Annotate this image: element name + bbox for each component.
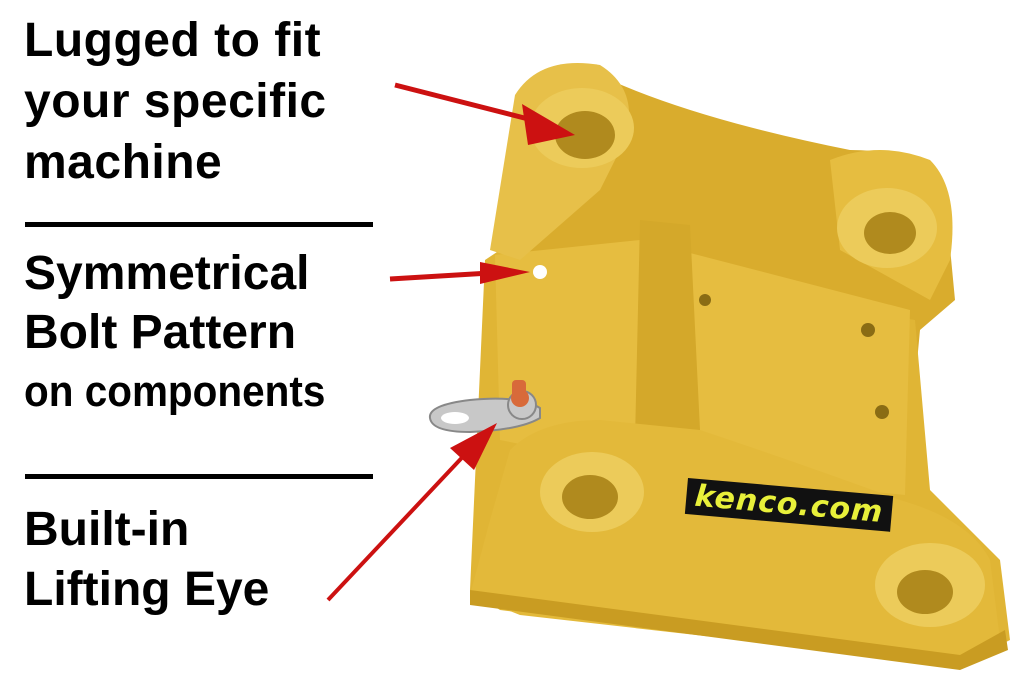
callout-bolt-pattern: Symmetrical Bolt Pattern on components — [24, 244, 352, 421]
callout-lugged-line-1: Lugged to fit — [24, 14, 322, 67]
callout-lifting-eye: Built-in Lifting Eye — [24, 500, 269, 620]
callout-lugged-line-2: your specific — [24, 75, 327, 128]
divider — [25, 474, 373, 479]
callout-bolt-line-1: Symmetrical — [24, 247, 310, 300]
callout-lift-line-1: Built-in — [24, 503, 190, 556]
callout-bolt-line-3: on components — [24, 367, 326, 416]
callout-lift-line-2: Lifting Eye — [24, 563, 270, 616]
callout-bolt-line-2: Bolt Pattern — [24, 306, 297, 359]
callout-lugged: Lugged to fit your specific machine — [24, 10, 327, 193]
divider — [25, 222, 373, 227]
callout-lugged-line-3: machine — [24, 136, 223, 189]
